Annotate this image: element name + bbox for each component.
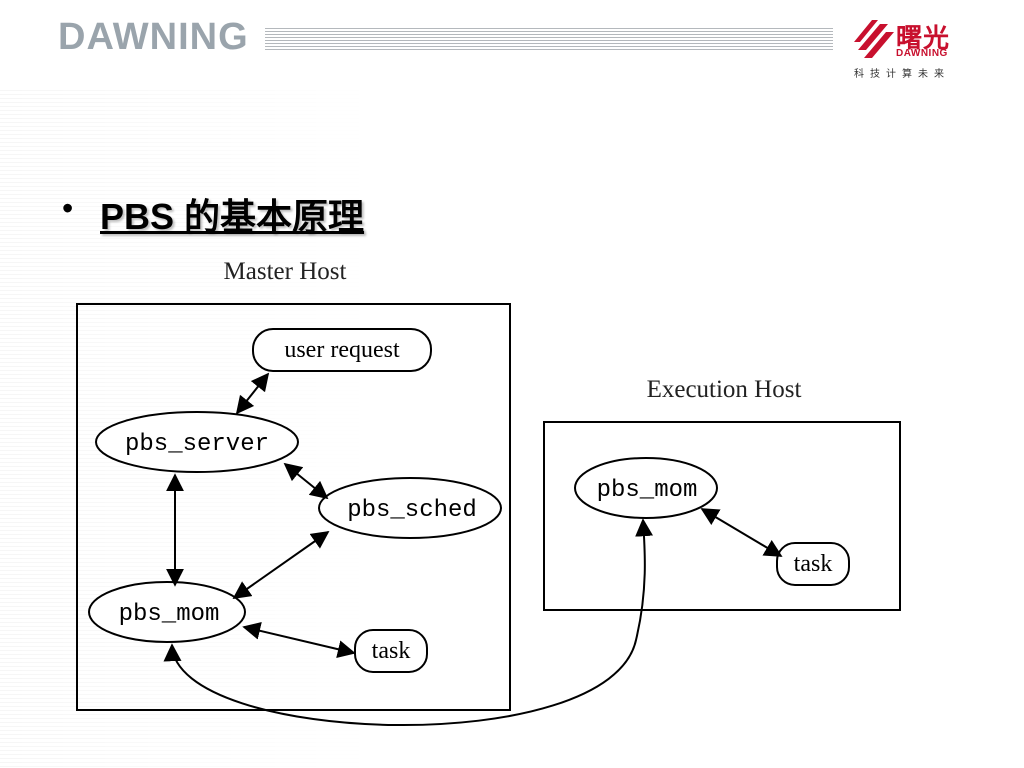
pbs-server-node xyxy=(95,411,299,473)
master-host-label: Master Host xyxy=(224,258,347,285)
master-task-label: task xyxy=(372,638,411,664)
dawning-logo: 曙光 DAWNING 科技计算未来 xyxy=(852,18,972,84)
edge-pbs-sched-pbs-mom xyxy=(232,530,330,600)
execution-host-label: Execution Host xyxy=(647,376,802,403)
execution-host-box xyxy=(543,421,901,611)
logo-tagline: 科技计算未来 xyxy=(854,69,950,80)
exec-task-label: task xyxy=(794,551,833,577)
pbs-sched-label: pbs_sched xyxy=(347,497,477,524)
edge-pbs-server-pbs-sched xyxy=(283,462,329,500)
master-pbs-mom-label: pbs_mom xyxy=(119,601,220,628)
logo-chinese: 曙光 xyxy=(896,24,951,54)
edge-pbs-mom-task xyxy=(242,621,356,659)
edge-user-request-pbs-server xyxy=(235,372,270,415)
edge-master-mom-exec-mom xyxy=(163,518,654,726)
logo-english: DAWNING xyxy=(896,48,948,59)
exec-pbs-mom-node xyxy=(574,457,718,519)
master-host-box xyxy=(76,303,511,711)
dawning-logo-icon xyxy=(854,20,894,58)
header-rule xyxy=(265,28,833,50)
bullet-icon: • xyxy=(62,190,74,226)
brand-wordmark: DAWNING xyxy=(58,16,249,58)
exec-pbs-mom-label: pbs_mom xyxy=(597,477,698,504)
exec-task-node xyxy=(776,542,850,586)
slide-title: PBS 的基本原理 xyxy=(100,196,365,237)
user-request-node xyxy=(252,328,432,372)
pbs-server-label: pbs_server xyxy=(125,431,269,458)
edge-exec-pbs-mom-task xyxy=(700,508,783,557)
user-request-label: user request xyxy=(284,337,400,363)
